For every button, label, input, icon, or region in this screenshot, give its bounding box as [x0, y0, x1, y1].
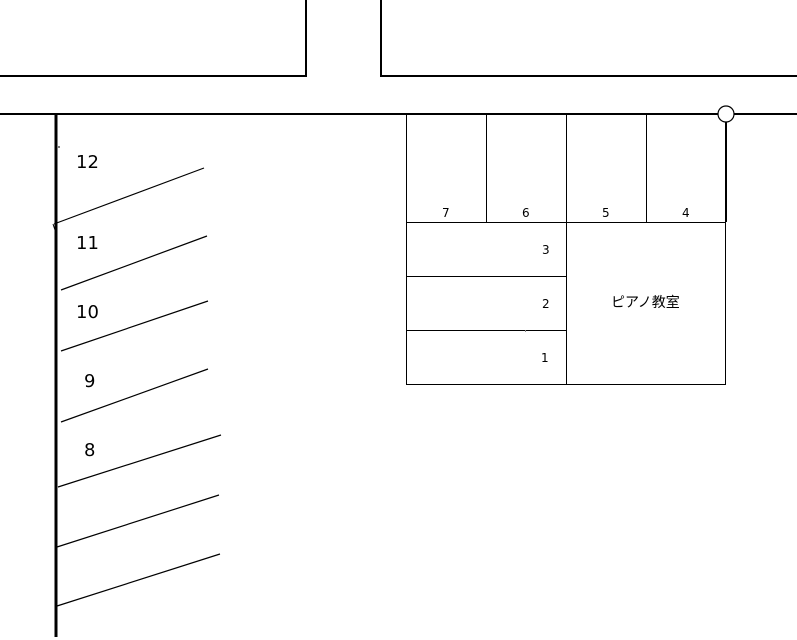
- space-label-11: 11: [76, 233, 99, 254]
- utility-pole-icon: [717, 105, 735, 123]
- top-row-spaces: [406, 114, 726, 385]
- piano-room-label: ピアノ教室: [611, 295, 680, 311]
- tick-mark: [52, 223, 56, 231]
- space-label-10: 10: [76, 302, 99, 323]
- space-label-12: 12: [76, 152, 99, 173]
- space-label-1: 1: [541, 351, 549, 365]
- space-label-8: 8: [84, 440, 96, 461]
- space-label-7: 7: [442, 206, 450, 220]
- space-label-9: 9: [84, 371, 96, 392]
- space-label-4: 4: [682, 206, 690, 220]
- space-label-5: 5: [602, 206, 610, 220]
- space-label-6: 6: [522, 206, 530, 220]
- diagonal-space-dividers: [53, 167, 222, 607]
- space-label-3: 3: [542, 243, 550, 257]
- building-top-right: [380, 0, 797, 77]
- building-top-left: [0, 0, 307, 77]
- speck: [525, 330, 526, 332]
- space-label-2: 2: [542, 297, 550, 311]
- stacked-spaces: [406, 276, 726, 385]
